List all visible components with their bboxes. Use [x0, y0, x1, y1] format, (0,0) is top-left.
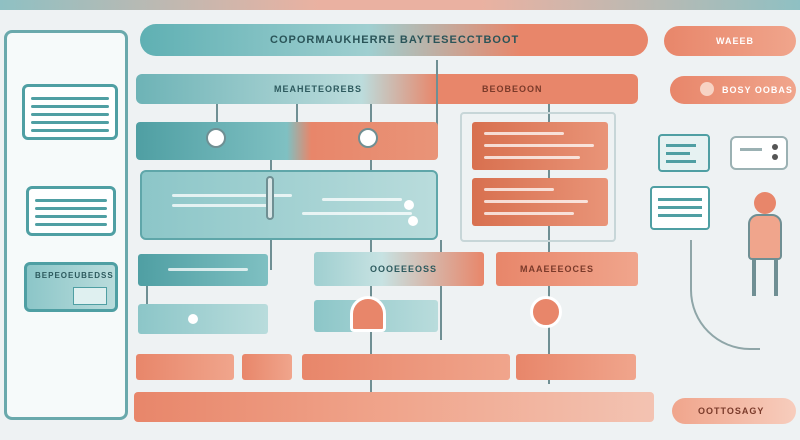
top-stripe [0, 0, 800, 10]
node-circle[interactable] [206, 128, 226, 148]
cable-curve [690, 240, 760, 350]
probe-icon [266, 176, 274, 220]
connector [436, 60, 438, 150]
footer-right-pill[interactable]: OOTTOSAGY [672, 398, 796, 424]
figure-icon [754, 192, 776, 214]
cone-node[interactable] [530, 296, 562, 328]
top-bar-right-label: BEOBEOON [482, 84, 543, 94]
side-card-label: BEPEOEUBEDSS [35, 271, 114, 280]
cone-node[interactable] [350, 296, 386, 332]
row3-left-bar [138, 254, 268, 286]
connector [296, 104, 298, 124]
doc-card-2[interactable] [26, 186, 116, 236]
connector [146, 260, 148, 320]
row5-bar-3 [302, 354, 510, 380]
top-bar-label: MEAHETEOREBS [274, 84, 363, 94]
footer-bar [134, 392, 654, 422]
side-label-card[interactable]: BEPEOEUBEDSS [24, 262, 118, 312]
right-card-2[interactable] [472, 178, 608, 226]
header-bar: COPORMAUKHERRE BAYTESECCTBOOT [140, 24, 648, 56]
node-circle[interactable] [358, 128, 378, 148]
bubble-label: BOSY OOBAS [722, 85, 793, 95]
row5-bar-2 [242, 354, 292, 380]
device-panel [730, 136, 788, 170]
right-stack-frame [460, 112, 616, 242]
mid-right-label: MAAEEEOCES [520, 264, 595, 274]
figure-leg [774, 260, 778, 296]
main-top-bar: MEAHETEOREBS BEOBEOON [136, 74, 638, 104]
row3-mid-bar[interactable]: OOOEEEOSS [314, 252, 484, 286]
header-right-label: WAEEB [716, 36, 755, 46]
row5-bar-1 [136, 354, 234, 380]
right-card-1[interactable] [472, 122, 608, 170]
footer-label: OOTTOSAGY [698, 406, 765, 416]
row4-left-bar [138, 304, 268, 334]
device-bubble[interactable]: BOSY OOBAS [670, 76, 796, 104]
row5-bar-4 [516, 354, 636, 380]
info-panel [140, 170, 438, 240]
device-screen [658, 134, 710, 172]
side-card-note [73, 287, 107, 305]
row3-right-bar[interactable]: MAAEEEOCES [496, 252, 638, 286]
doc-card-1[interactable] [22, 84, 118, 140]
row2-bar [136, 122, 438, 160]
connector [548, 104, 550, 384]
bubble-dot [700, 82, 714, 96]
connector [216, 104, 218, 136]
doc-card-right[interactable] [650, 186, 710, 230]
connector [440, 240, 442, 340]
mid-left-label: OOOEEEOSS [370, 264, 438, 274]
page-title: COPORMAUKHERRE BAYTESECCTBOOT [270, 34, 520, 46]
header-right-tab[interactable]: WAEEB [664, 26, 796, 56]
